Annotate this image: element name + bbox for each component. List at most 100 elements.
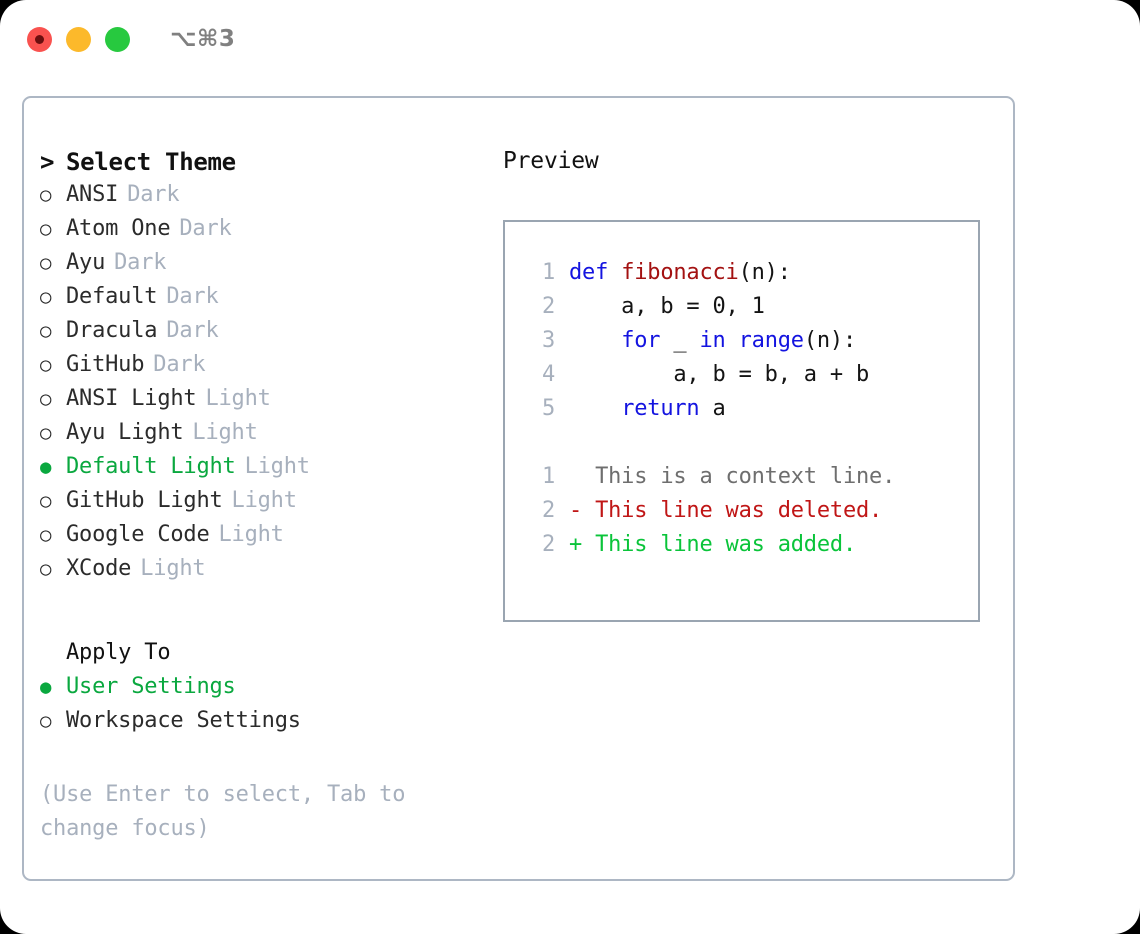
radio-unselected-icon: ○ — [40, 558, 52, 580]
code-token: in range — [699, 328, 804, 353]
code-token: a, b = b, a + b — [569, 362, 870, 387]
apply-to-header: ○ Apply To — [40, 640, 489, 674]
keyboard-shortcut-label: ⌥⌘3 — [170, 26, 236, 52]
code-line: 4 a, b = b, a + b — [523, 362, 978, 396]
apply-to-option-label: Workspace Settings — [66, 708, 301, 733]
theme-option-label: Default — [66, 284, 158, 309]
code-token: - This line was deleted. — [569, 498, 883, 523]
code-token: a — [699, 396, 726, 421]
theme-option-dracula[interactable]: ○ Dracula Dark — [40, 318, 489, 352]
code-token: def — [569, 260, 622, 285]
apply-to-option-workspace-settings[interactable]: ○ Workspace Settings — [40, 708, 489, 742]
code-spacer — [523, 430, 978, 464]
theme-option-label: Ayu — [66, 250, 106, 275]
code-token — [569, 396, 621, 421]
select-theme-header: > Select Theme — [40, 148, 489, 182]
radio-unselected-icon: ○ — [40, 252, 52, 274]
theme-option-atom-one[interactable]: ○ Atom One Dark — [40, 216, 489, 250]
apply-to-label: Apply To — [66, 640, 171, 665]
theme-option-label: Dracula — [66, 318, 158, 343]
line-number: 1 — [541, 260, 555, 285]
theme-option-google-code[interactable]: ○ Google Code Light — [40, 522, 489, 556]
keyboard-hint: (Use Enter to select, Tab to change focu… — [40, 782, 406, 841]
radio-unselected-icon: ○ — [40, 388, 52, 410]
apply-to-option-user-settings[interactable]: ●User Settings — [40, 674, 489, 708]
code-token — [569, 328, 621, 353]
radio-unselected-icon: ○ — [40, 354, 52, 376]
page-title: Select Theme — [66, 148, 236, 176]
radio-unselected-icon: ○ — [40, 218, 52, 240]
theme-option-label: XCode — [66, 556, 132, 581]
window-controls — [27, 26, 130, 52]
line-number: 2 — [541, 294, 555, 319]
close-button[interactable] — [27, 26, 52, 52]
theme-option-label: GitHub Light — [66, 488, 223, 513]
theme-option-github[interactable]: ○ GitHub Dark — [40, 352, 489, 386]
theme-option-tag: Dark — [153, 352, 206, 377]
code-token: This is a context line. — [569, 464, 896, 489]
theme-option-tag: Dark — [179, 216, 232, 241]
caret-icon: > — [40, 148, 55, 176]
radio-unselected-icon: ○ — [40, 524, 52, 546]
radio-unselected-icon: ○ — [40, 184, 52, 206]
code-token: (n): — [738, 260, 791, 285]
diff-line: 2+ This line was added. — [523, 532, 978, 566]
radio-unselected-icon: ○ — [40, 286, 52, 308]
theme-option-default[interactable]: ○ Default Dark — [40, 284, 489, 318]
apply-to-option-list: ●User Settings○ Workspace Settings — [40, 674, 489, 742]
diff-line: 2 - This line was deleted. — [523, 498, 978, 532]
theme-option-label: Google Code — [66, 522, 210, 547]
theme-option-label: ANSI — [66, 182, 119, 207]
theme-option-tag: Dark — [166, 284, 219, 309]
radio-unselected-icon: ○ — [40, 320, 52, 342]
close-icon — [35, 34, 44, 44]
theme-option-tag: Dark — [114, 250, 167, 275]
theme-option-ansi-light[interactable]: ○ ANSI Light Light — [40, 386, 489, 420]
theme-option-label: GitHub — [66, 352, 145, 377]
theme-option-label: ANSI Light — [66, 386, 197, 411]
code-line: 5 return a — [523, 396, 978, 430]
theme-option-tag: Dark — [127, 182, 180, 207]
diff-line: 1 This is a context line. — [523, 464, 978, 498]
theme-option-github-light[interactable]: ○ GitHub Light Light — [40, 488, 489, 522]
theme-option-tag: Light — [218, 522, 284, 547]
radio-selected-icon: ● — [40, 676, 52, 698]
maximize-button[interactable] — [105, 26, 130, 52]
theme-option-tag: Dark — [166, 318, 219, 343]
code-token: (n): — [803, 328, 857, 353]
code-token: fibonacci — [621, 260, 739, 285]
theme-option-ayu[interactable]: ○ Ayu Dark — [40, 250, 489, 284]
diff-sample: 1 This is a context line.2- This line wa… — [523, 464, 978, 566]
spacer-icon: ○ — [40, 644, 66, 663]
radio-unselected-icon: ○ — [40, 710, 52, 732]
radio-unselected-icon: ○ — [40, 490, 52, 512]
theme-option-ansi[interactable]: ○ ANSI Dark — [40, 182, 489, 216]
title-bar: ⌥⌘3 — [0, 0, 1140, 78]
theme-option-xcode[interactable]: ○ XCode Light — [40, 556, 489, 590]
line-number: 2 — [541, 498, 555, 523]
code-line: 3 for _ in range(n): — [523, 328, 978, 362]
theme-option-tag: Light — [231, 488, 297, 513]
spacer — [40, 590, 489, 640]
line-number: 2 — [541, 532, 555, 557]
line-number: 5 — [541, 396, 555, 421]
code-token: return — [621, 396, 700, 421]
code-line: 1 def fibonacci(n): — [523, 260, 978, 294]
theme-option-tag: Light — [205, 386, 271, 411]
theme-option-tag: Light — [192, 420, 258, 445]
minimize-button[interactable] — [66, 26, 91, 52]
theme-option-tag: Light — [244, 454, 310, 479]
line-number: 1 — [541, 464, 555, 489]
theme-option-label: Atom One — [66, 216, 171, 241]
theme-option-tag: Light — [140, 556, 206, 581]
preview-title: Preview — [503, 148, 599, 174]
